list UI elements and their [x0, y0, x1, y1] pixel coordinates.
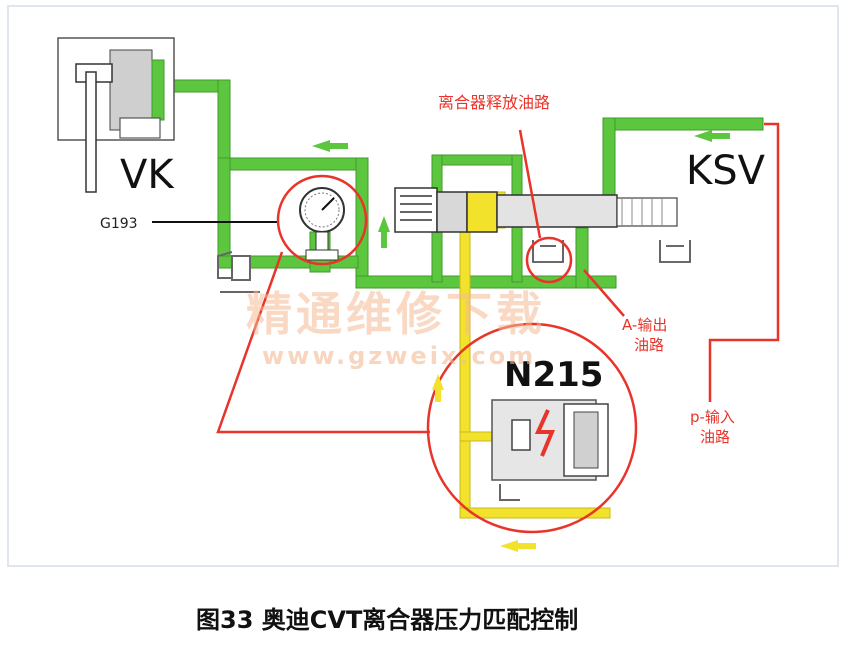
p-input-line-label-1: p-输入 [690, 408, 735, 426]
vk-label: VK [120, 152, 175, 198]
release-callout-circle [525, 236, 573, 284]
release-check-valve [532, 240, 564, 263]
n215-label: N215 [504, 355, 603, 395]
left-check-valve [217, 251, 260, 293]
callout-lines [216, 122, 780, 534]
g193-label: G193 [100, 216, 138, 232]
release-line-label: 离合器释放油路 [438, 93, 550, 112]
arrow-left-yellow-icon [500, 540, 518, 552]
arrow-left-green-top-icon [312, 140, 330, 152]
ksv-label: KSV [686, 148, 766, 194]
a-output-line-label-2: 油路 [634, 336, 664, 354]
arrow-left-green-right-icon [694, 130, 712, 142]
vk-clutch [57, 37, 175, 193]
n215-solenoid [491, 399, 609, 501]
ksv-valve [659, 240, 691, 263]
p-input-line-label-2: 油路 [700, 428, 730, 446]
figure-border [7, 5, 839, 567]
lightning-icon [534, 409, 555, 457]
pressure-gauge-icon [299, 187, 345, 261]
arrow-up-yellow-icon [432, 374, 444, 390]
figure-caption: 图33 奥迪CVT离合器压力匹配控制 [196, 606, 578, 634]
flow-arrows [312, 130, 730, 552]
watermark-url: www.gzweix.com [262, 342, 536, 370]
a-output-line-label-1: A-输出 [622, 316, 667, 334]
watermark-cn: 精通维修下载 [246, 287, 546, 341]
arrow-up-green-icon [378, 216, 390, 232]
green-oil-lines [149, 79, 764, 289]
pressure-valve [394, 187, 678, 233]
